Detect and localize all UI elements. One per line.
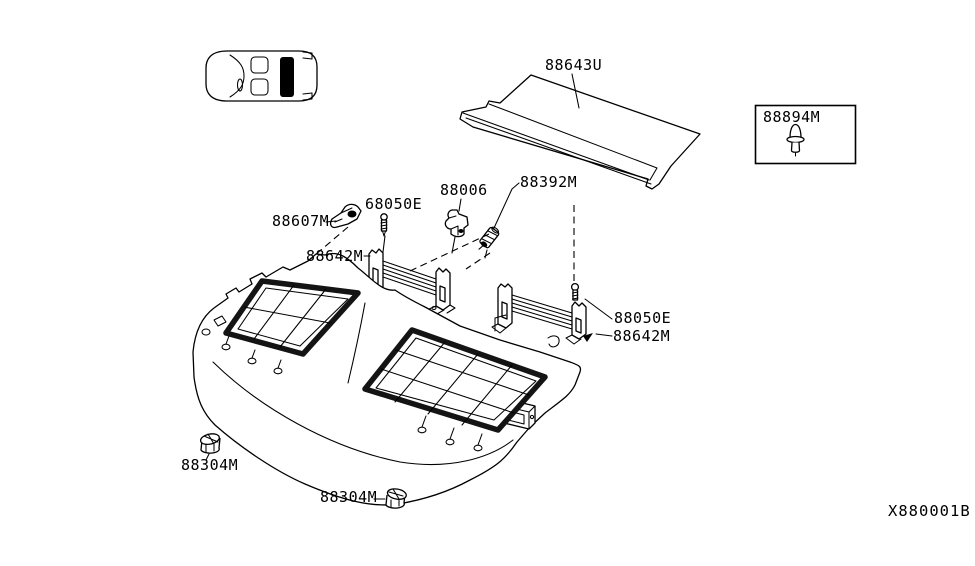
inset-box-88894M bbox=[754, 104, 857, 165]
diagram-code: X880001B bbox=[888, 502, 971, 520]
part-label-88643U: 88643U bbox=[545, 56, 603, 74]
clip-88392M bbox=[478, 226, 500, 250]
part-label-88392M: 88392M bbox=[520, 173, 578, 191]
grommet-left-88304M bbox=[199, 433, 221, 461]
leader-lines bbox=[325, 73, 613, 500]
part-label-88642M-left: 88642M bbox=[306, 247, 364, 265]
storage-net-left bbox=[223, 278, 361, 357]
arrow-marker bbox=[583, 333, 593, 342]
part-label-88642M-right: 88642M bbox=[613, 327, 671, 345]
part-label-88304M-left: 88304M bbox=[181, 456, 239, 474]
part-label-88006: 88006 bbox=[440, 181, 488, 199]
shelf-panel-88643U bbox=[459, 74, 701, 190]
car-top-view-icon bbox=[205, 50, 318, 102]
part-label-68050E: 68050E bbox=[365, 195, 423, 213]
part-label-88894M: 88894M bbox=[763, 108, 821, 126]
slide-rail-right-88642M bbox=[491, 282, 593, 345]
screw-88050E bbox=[570, 282, 580, 301]
part-label-88607M: 88607M bbox=[272, 212, 330, 230]
part-label-88304M-bottom: 88304M bbox=[320, 488, 378, 506]
push-pin-clip-icon bbox=[786, 123, 805, 157]
hook-bracket-88006 bbox=[444, 209, 469, 238]
highlighted-rear-area bbox=[280, 57, 294, 97]
hinge-bracket-88607M bbox=[330, 203, 362, 229]
grommet-bottom-88304M bbox=[385, 488, 407, 509]
storage-net-right bbox=[362, 327, 548, 433]
assembly-dashed-lines bbox=[307, 205, 575, 332]
part-label-88050E: 88050E bbox=[614, 309, 672, 327]
screw-68050E bbox=[380, 213, 388, 237]
